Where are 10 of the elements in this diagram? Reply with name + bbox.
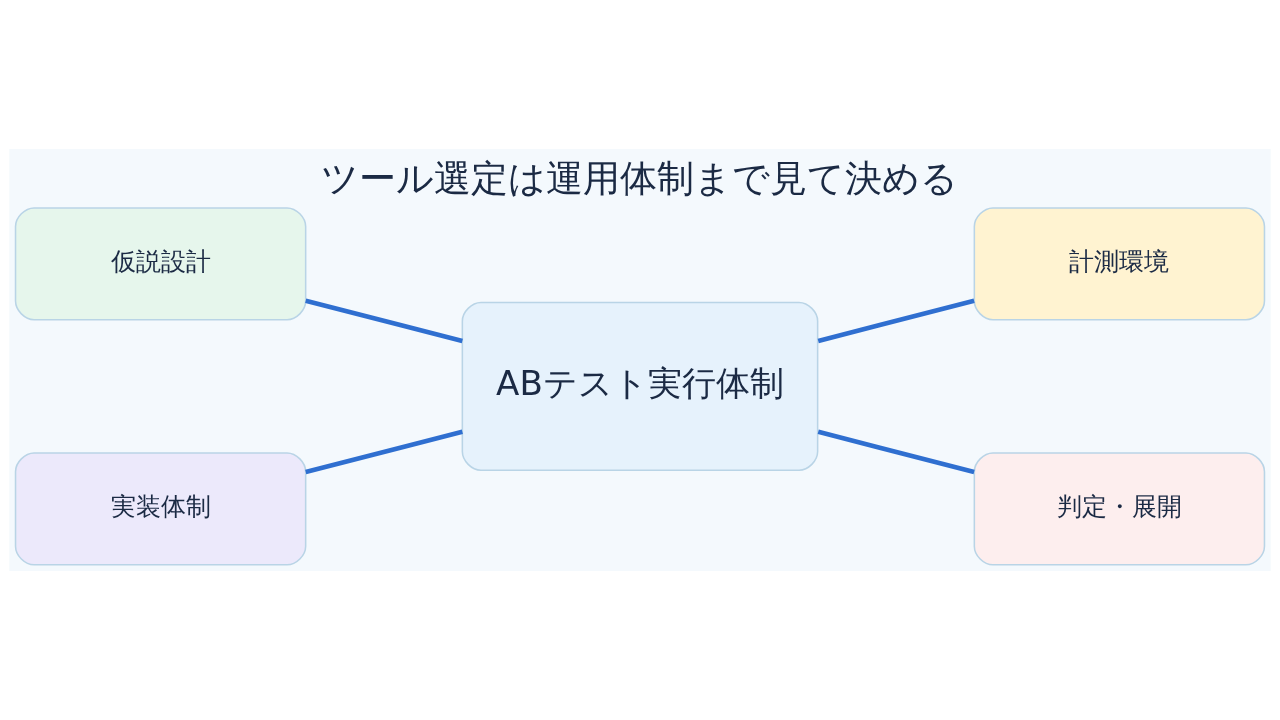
node-box: 判定・展開 — [973, 452, 1266, 566]
connector — [305, 298, 463, 344]
node-box: ABテスト実行体制 — [461, 301, 819, 471]
node-box: 計測環境 — [973, 207, 1266, 321]
connector — [817, 429, 975, 475]
diagram-title: ツール選定は運用体制まで見て決める — [321, 156, 959, 201]
node-box: 仮説設計 — [14, 207, 307, 321]
node-box: 実装体制 — [14, 452, 307, 566]
connector — [305, 429, 463, 475]
connector — [817, 298, 975, 344]
